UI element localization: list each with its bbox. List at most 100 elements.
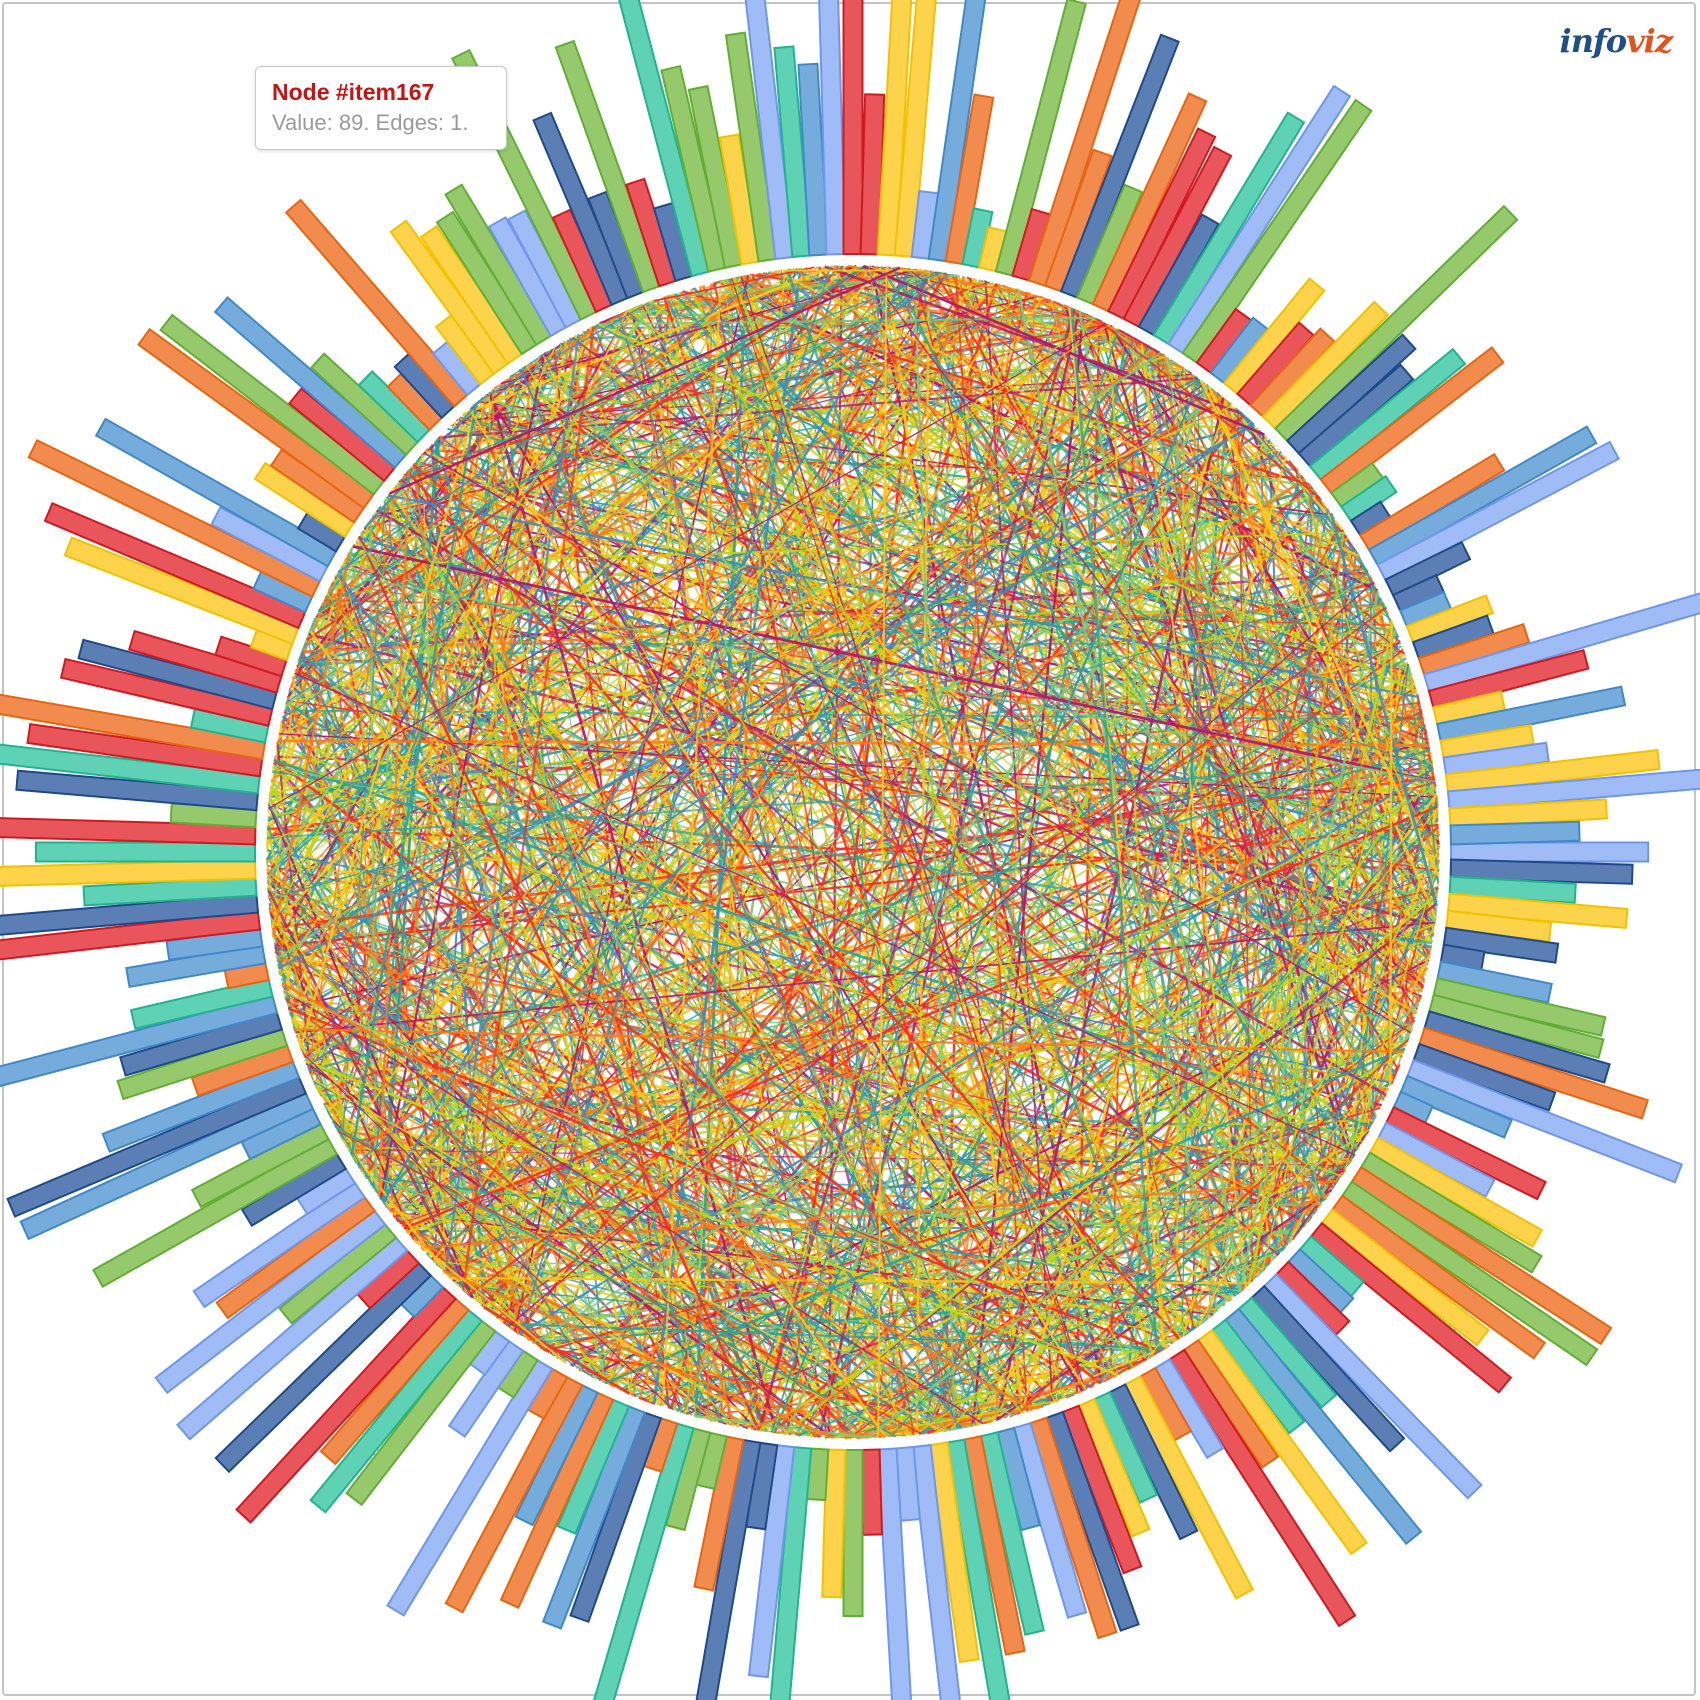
node-bar[interactable] [1398, 1074, 1513, 1139]
node-bar[interactable] [1091, 92, 1208, 314]
node-bar[interactable] [35, 841, 256, 863]
node-bar[interactable] [0, 741, 262, 795]
node-bar[interactable] [192, 1180, 367, 1309]
node-bar[interactable] [499, 1390, 615, 1609]
node-bar[interactable] [1349, 1165, 1613, 1346]
node-bar[interactable] [961, 1435, 1026, 1656]
node-bar[interactable] [1059, 33, 1180, 300]
node-bar[interactable] [92, 1136, 339, 1288]
edge [1261, 661, 1408, 1272]
node-bar[interactable] [1222, 1307, 1423, 1546]
node-bar[interactable] [944, 93, 995, 266]
node-bar[interactable] [0, 858, 257, 889]
node-bar[interactable] [0, 909, 262, 968]
node-bar[interactable] [1043, 1410, 1140, 1632]
node-bar[interactable] [101, 1058, 301, 1153]
node-bar[interactable] [0, 993, 279, 1097]
node-bar[interactable] [816, 0, 847, 256]
node-bar[interactable] [1339, 1180, 1599, 1367]
node-bar[interactable] [1122, 1375, 1255, 1600]
node-bar[interactable] [842, 1449, 864, 1617]
node-bar[interactable] [15, 769, 260, 812]
node-bar[interactable] [747, 1443, 796, 1679]
node-bar[interactable] [284, 198, 470, 408]
node-bar[interactable] [554, 39, 663, 294]
node-bar[interactable] [129, 976, 274, 1030]
node-bar[interactable] [1261, 1272, 1483, 1500]
node-bar[interactable] [910, 1443, 963, 1700]
node-bar[interactable] [584, 1421, 695, 1700]
node-bar[interactable] [213, 296, 409, 469]
node-bar[interactable] [235, 1284, 458, 1524]
node-bar[interactable] [1442, 926, 1560, 964]
node-bar[interactable] [876, 1447, 913, 1700]
node-bar[interactable] [1329, 1194, 1547, 1360]
node-bar[interactable] [1417, 1026, 1650, 1120]
node-bar[interactable] [0, 892, 260, 941]
node-bar[interactable] [1166, 1348, 1357, 1628]
node-bar[interactable] [214, 1260, 433, 1474]
node-bar[interactable] [1308, 1221, 1513, 1394]
node-bar[interactable] [859, 1448, 884, 1536]
node-bar[interactable] [693, 1435, 745, 1592]
node-bar[interactable] [660, 64, 729, 273]
node-bar[interactable] [175, 1235, 409, 1441]
node-bar[interactable] [1195, 1328, 1368, 1556]
node-bar[interactable] [1444, 749, 1661, 795]
edge [653, 266, 815, 302]
node-bar[interactable] [927, 0, 994, 263]
node-bar[interactable] [447, 1338, 525, 1438]
node-bar[interactable] [59, 657, 274, 728]
node-bar[interactable] [821, 1448, 847, 1599]
node-bar[interactable] [1248, 1284, 1406, 1453]
node-bar[interactable] [1027, 0, 1146, 288]
node-bar[interactable] [842, 0, 864, 255]
node-bar[interactable] [763, 1445, 813, 1700]
node-bar[interactable] [309, 1307, 484, 1514]
node-bar[interactable] [19, 1090, 315, 1241]
node-bar[interactable] [1376, 440, 1621, 583]
node-bar[interactable] [944, 1438, 1016, 1700]
node-bar[interactable] [614, 0, 712, 278]
node-bar[interactable] [741, 0, 796, 261]
node-bar[interactable] [876, 0, 915, 257]
node-bar[interactable] [26, 722, 264, 778]
node-bar[interactable] [693, 1438, 762, 1700]
node-bar[interactable] [444, 1375, 584, 1614]
node-bar[interactable] [1273, 204, 1519, 444]
node-bar[interactable] [345, 1318, 497, 1507]
node-bar[interactable] [1181, 98, 1373, 366]
node-bar[interactable] [1367, 425, 1598, 568]
node-bar[interactable] [128, 629, 284, 694]
node-bar[interactable] [893, 0, 938, 259]
node-bar[interactable] [154, 1208, 387, 1395]
node-bar[interactable] [1152, 111, 1306, 347]
node-bar[interactable] [1319, 346, 1505, 496]
node-bar[interactable] [137, 327, 377, 510]
node-bar[interactable] [1027, 1416, 1118, 1640]
node-bar[interactable] [1450, 841, 1650, 863]
node-bar[interactable] [1427, 648, 1590, 711]
node-bar[interactable] [1436, 685, 1627, 744]
node-bar[interactable] [63, 536, 301, 646]
node-bar[interactable] [386, 1357, 554, 1617]
node-bar[interactable] [1422, 590, 1700, 694]
node-bar[interactable] [1166, 84, 1352, 356]
edge [1050, 300, 1286, 1249]
node-bar[interactable] [724, 31, 779, 263]
node-bar[interactable] [6, 1074, 308, 1218]
node-bar[interactable] [43, 502, 308, 630]
node-bar[interactable] [927, 1441, 980, 1664]
node-bar[interactable] [773, 45, 813, 259]
node-bar[interactable] [541, 1404, 647, 1630]
node-bar[interactable] [1405, 1058, 1684, 1184]
node-bar[interactable] [27, 438, 322, 599]
node-bar[interactable] [94, 417, 339, 568]
node-bar[interactable] [569, 1410, 663, 1624]
node-bar[interactable] [159, 313, 387, 496]
node-bar[interactable] [994, 0, 1087, 278]
node-bar[interactable] [1446, 765, 1700, 812]
node-bar[interactable] [1449, 820, 1581, 846]
node-bar[interactable] [0, 685, 267, 761]
